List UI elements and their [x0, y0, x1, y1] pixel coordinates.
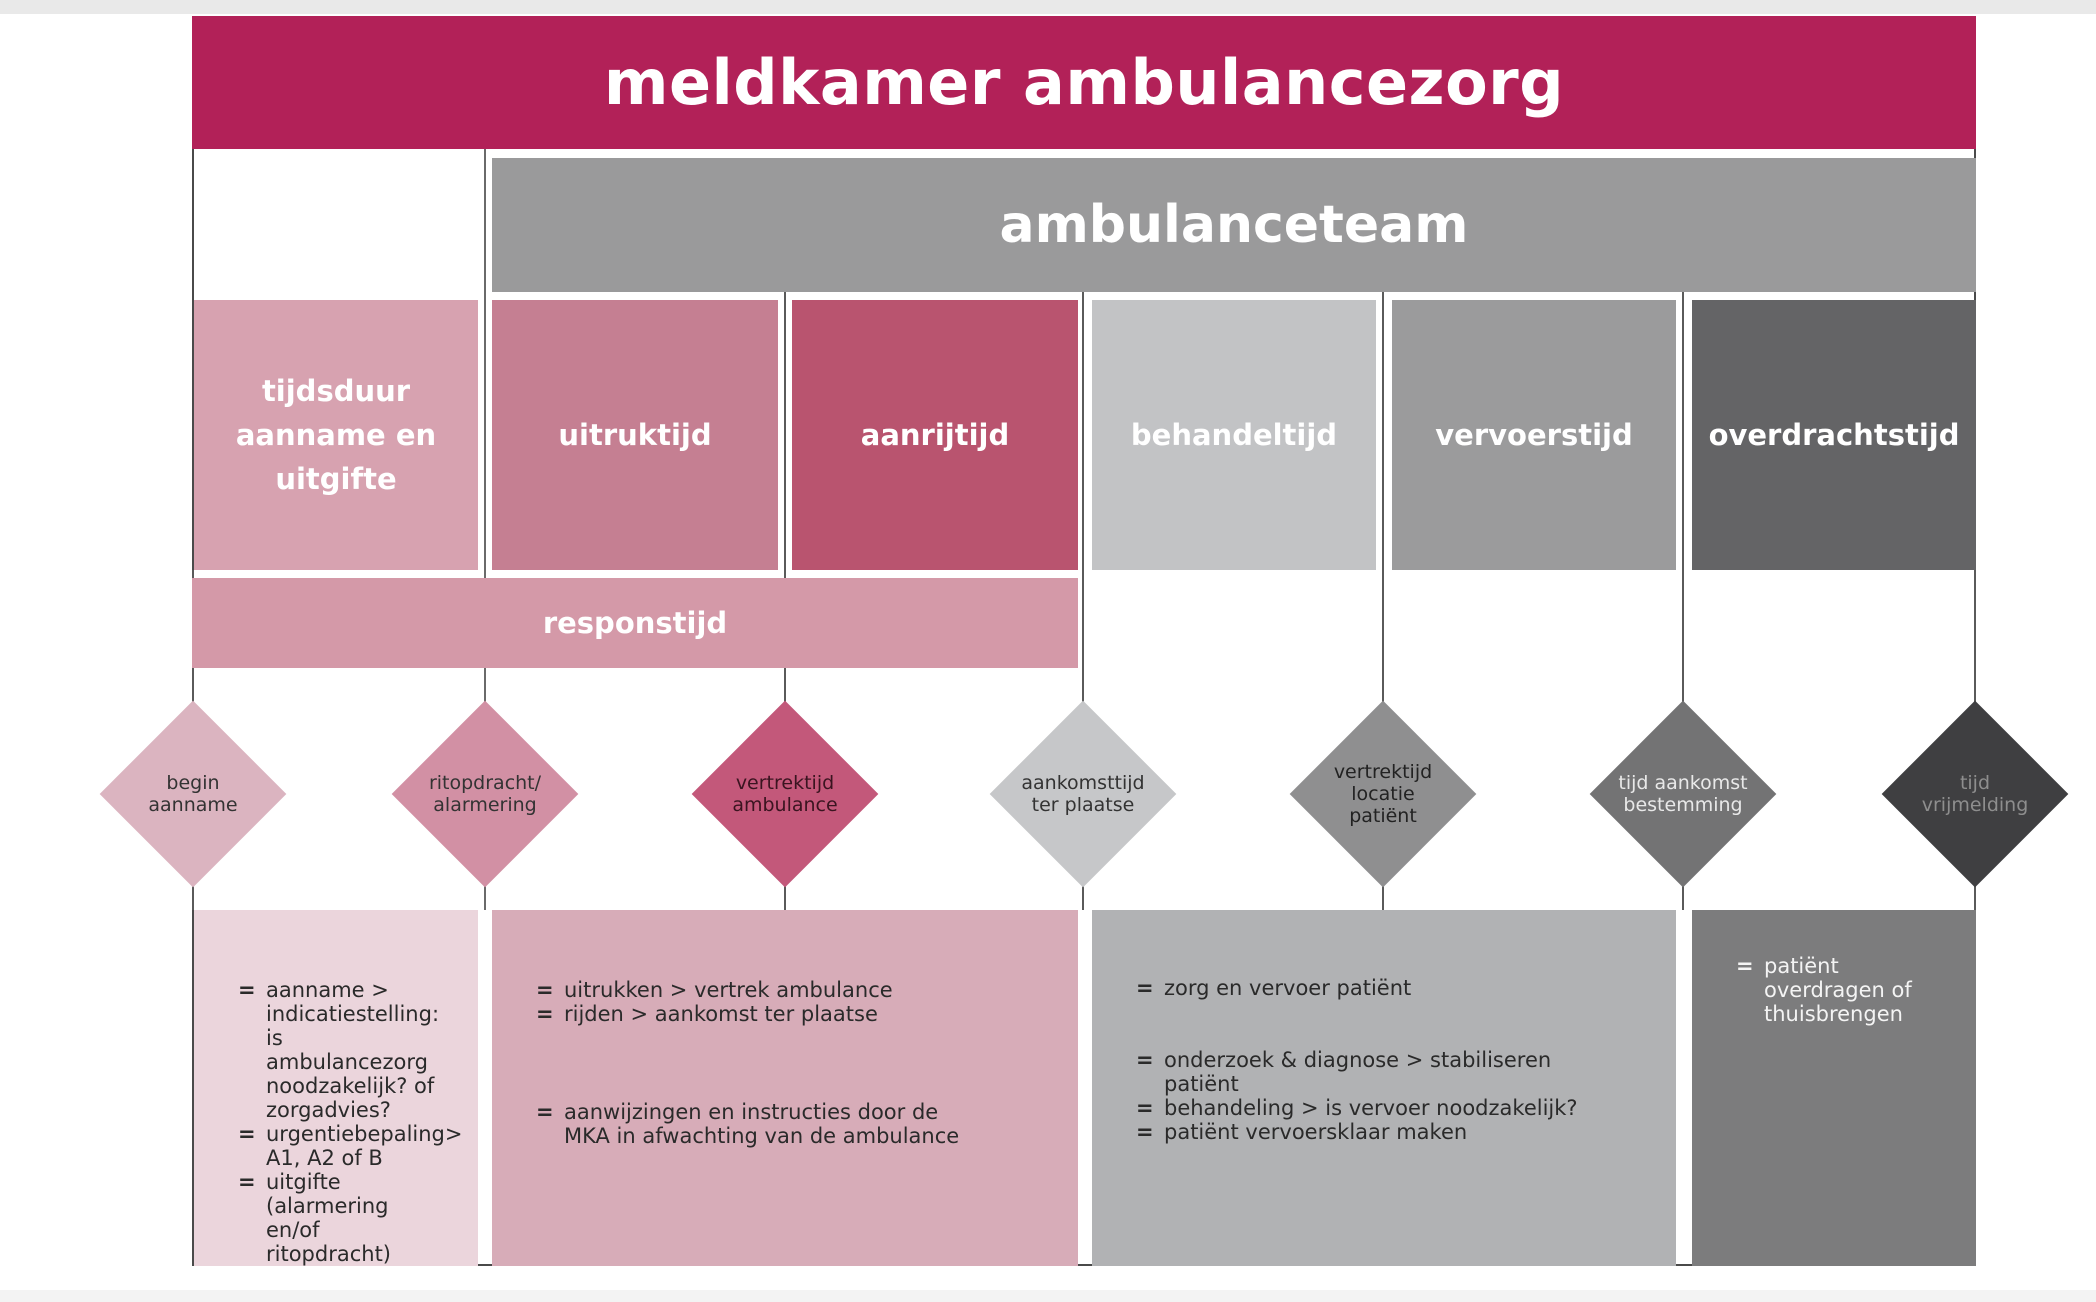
detail-item: zorg en vervoer patiënt [1132, 976, 1646, 1000]
phase-overdrachtstijd: overdrachtstijd [1692, 300, 1976, 570]
milestone-label: vertrektijd ambulance [732, 772, 838, 816]
detail-item: rijden > aankomst ter plaatse [532, 1002, 1048, 1026]
detail-list: uitrukken > vertrek ambulance rijden > a… [532, 978, 1048, 1148]
milestone-label: vertrektijd locatie patiënt [1333, 761, 1433, 827]
detail-box-uitruk-aanrij: uitrukken > vertrek ambulance rijden > a… [492, 910, 1078, 1266]
detail-item: onderzoek & diagnose > stabiliseren pati… [1132, 1048, 1646, 1096]
detail-item: urgentiebepaling> A1, A2 of B [234, 1122, 462, 1170]
detail-item: aanname > indicatiestelling: is ambulanc… [234, 978, 448, 1122]
milestone-ritopdracht: ritopdracht/ alarmering [391, 700, 579, 888]
detail-item: aanwijzingen en instructies door de MKA … [532, 1100, 1048, 1148]
detail-item: uitrukken > vertrek ambulance [532, 978, 1048, 1002]
phase-aanrijtijd: aanrijtijd [792, 300, 1078, 570]
phase-behandeltijd: behandeltijd [1092, 300, 1376, 570]
divider-line-5 [1382, 292, 1384, 910]
detail-list: zorg en vervoer patiënt onderzoek & diag… [1132, 976, 1646, 1144]
phase-aanname: tijdsduur aanname en uitgifte [194, 300, 478, 570]
divider-line-2 [484, 149, 486, 910]
detail-box-aanname: aanname > indicatiestelling: is ambulanc… [194, 910, 478, 1266]
milestone-vertrektijd-ambulance: vertrektijd ambulance [691, 700, 879, 888]
milestone-label: tijd vrijmelding [1921, 772, 2029, 816]
milestone-label: aankomsttijd ter plaatse [1021, 772, 1145, 816]
ambulanceteam-header: ambulanceteam [492, 158, 1976, 292]
detail-box-behandel-vervoer: zorg en vervoer patiënt onderzoek & diag… [1092, 910, 1676, 1266]
milestone-begin-aanname: begin aanname [99, 700, 287, 888]
detail-item: patiënt overdragen of thuisbrengen [1732, 954, 1926, 1026]
milestone-aankomsttijd: aankomsttijd ter plaatse [989, 700, 1177, 888]
detail-item: patiënt vervoersklaar maken [1132, 1120, 1646, 1144]
milestone-vertrektijd-locatie: vertrektijd locatie patiënt [1289, 700, 1477, 888]
phase-vervoerstijd: vervoerstijd [1392, 300, 1676, 570]
detail-list: aanname > indicatiestelling: is ambulanc… [234, 978, 462, 1266]
phase-uitruktijd: uitruktijd [492, 300, 778, 570]
top-strip [0, 0, 2096, 14]
divider-line-6 [1682, 292, 1684, 910]
detail-list: patiënt overdragen of thuisbrengen [1732, 954, 1926, 1026]
milestone-label: begin aanname [148, 772, 238, 816]
page-title: meldkamer ambulancezorg [192, 16, 1976, 149]
divider-line-4 [1082, 292, 1084, 910]
detail-box-overdracht: patiënt overdragen of thuisbrengen [1692, 910, 1976, 1266]
milestone-aankomst-bestemming: tijd aankomst bestemming [1589, 700, 1777, 888]
milestone-label: ritopdracht/ alarmering [428, 772, 542, 816]
responstijd-bar: responstijd [192, 578, 1078, 668]
milestone-label: tijd aankomst bestemming [1618, 772, 1748, 816]
milestone-vrijmelding: tijd vrijmelding [1881, 700, 2069, 888]
detail-item: behandeling > is vervoer noodzakelijk? [1132, 1096, 1646, 1120]
detail-item: uitgifte (alarmering en/of ritopdracht) [234, 1170, 448, 1266]
bottom-strip [0, 1290, 2096, 1302]
